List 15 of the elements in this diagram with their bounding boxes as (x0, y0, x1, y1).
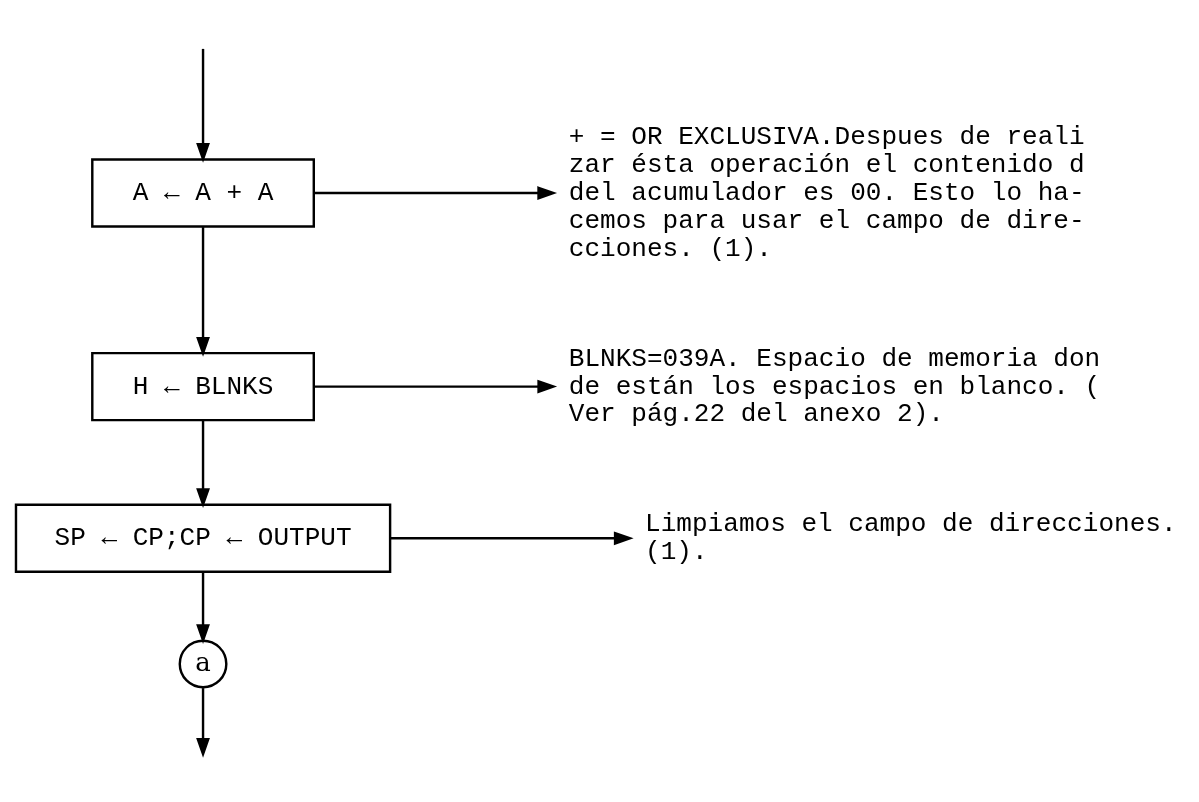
arrow (196, 687, 210, 758)
node-box: SP ← CP;CP ← OUTPUT (14, 503, 392, 573)
node-circle: a (178, 638, 228, 688)
node-text: BLNKS=039A. Espacio de memoria don de están los espacios en blanco. ( Ver pág.22 del anexo 2). (568, 343, 1101, 429)
node-text: + = OR EXCLUSIVA.Despues de reali zar ésta operación el contenido d del acumulador es 00. Esto lo ha- cemos para usar el campo de dire- cciones. (1). (568, 121, 1085, 264)
arrow (196, 226, 210, 357)
node-text: Limpiamos el campo de direcciones. (1). (645, 508, 1177, 567)
arrow (196, 571, 210, 644)
arrow (196, 420, 210, 508)
arrow (390, 530, 634, 545)
node-box: A ← A + A (91, 157, 315, 228)
arrow (313, 379, 558, 394)
arrow (313, 185, 558, 200)
node-box: H ← BLNKS (91, 351, 315, 421)
arrow (196, 48, 210, 163)
